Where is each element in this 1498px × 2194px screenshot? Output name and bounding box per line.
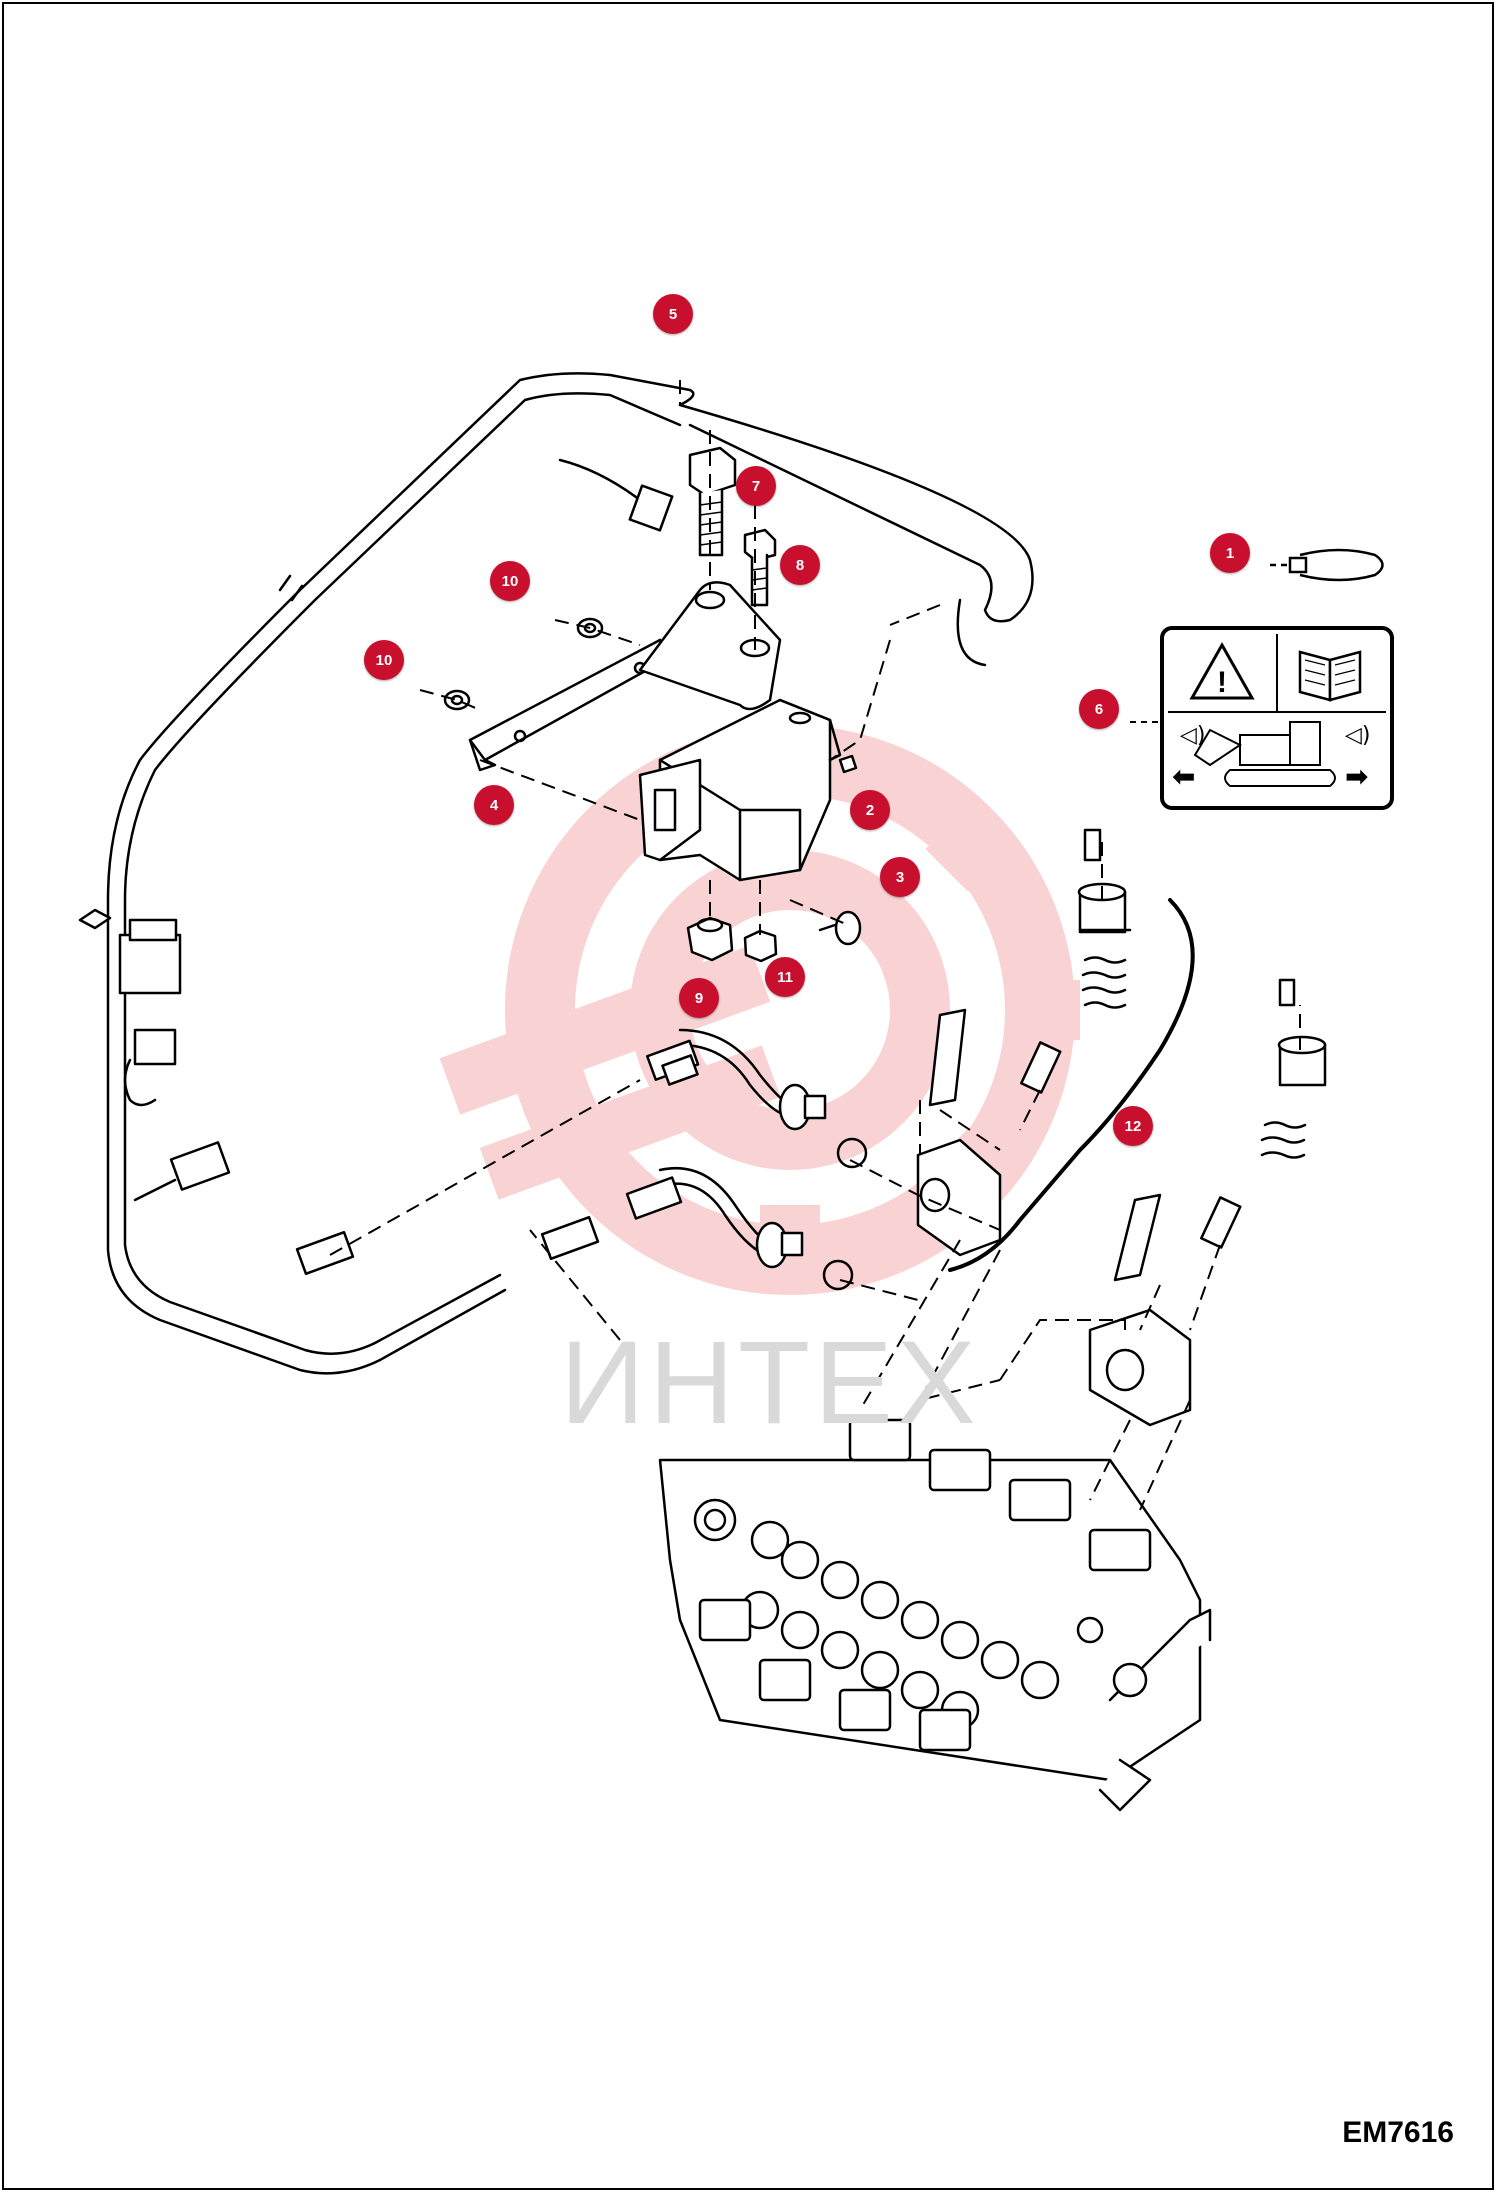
svg-text:!: ! [1217, 666, 1227, 699]
callout-2[interactable]: 2 [850, 790, 890, 830]
callout-6[interactable]: 6 [1079, 689, 1119, 729]
callout-4[interactable]: 4 [474, 785, 514, 825]
bracket-part [468, 638, 667, 762]
callout-1[interactable]: 1 [1210, 533, 1250, 573]
watermark-text: ИНТЕХ [560, 1317, 980, 1449]
arrow-right-icon: ➡ [1345, 760, 1368, 793]
manual-book-icon [1298, 650, 1362, 702]
callout-7[interactable]: 7 [736, 466, 776, 506]
callout-10-lower[interactable]: 10 [364, 640, 404, 680]
excavator-icon [1193, 721, 1336, 787]
callout-12[interactable]: 12 [1113, 1106, 1153, 1146]
warning-triangle-icon: ! [1189, 641, 1255, 700]
callout-8[interactable]: 8 [780, 545, 820, 585]
wire-harness [106, 372, 695, 1375]
drawing-code: EM7616 [1342, 2116, 1454, 2149]
arrow-left-icon: ⬅ [1172, 760, 1195, 793]
callout-10-upper[interactable]: 10 [490, 561, 530, 601]
control-valve-bank [658, 1418, 1212, 1812]
callout-5[interactable]: 5 [653, 294, 693, 334]
callout-9[interactable]: 9 [679, 978, 719, 1018]
callout-3[interactable]: 3 [880, 857, 920, 897]
callout-11[interactable]: 11 [765, 957, 805, 997]
cable-tie [1270, 548, 1384, 582]
sound-right-icon: ◁) [1345, 723, 1371, 748]
sound-left-icon: ◁) [1180, 723, 1206, 748]
warning-decal: ! ◁) ◁) ⬅ ➡ [1130, 626, 1394, 810]
